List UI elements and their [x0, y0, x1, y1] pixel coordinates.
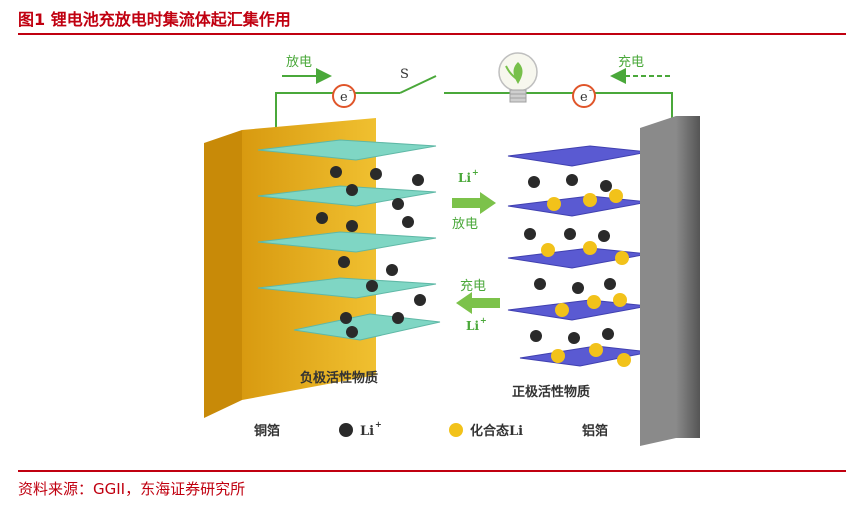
mid-li-ion-discharge-charge: +	[472, 167, 479, 177]
mid-discharge-indicator: Li + 放电	[452, 167, 496, 232]
cathode-layers	[507, 145, 651, 367]
top-charge-label: 充电	[618, 54, 644, 70]
legend: 铜箔 Li + 化合态Li 铝箔	[253, 419, 608, 439]
copper-foil-label: 铜箔	[253, 423, 280, 439]
mid-li-ion-charge-charge: +	[480, 315, 487, 325]
electron-right-symbol: e	[580, 90, 588, 105]
top-rule	[18, 33, 846, 35]
mid-li-ion-discharge: Li	[458, 171, 471, 185]
figure-title: 图1 锂电池充放电时集流体起汇集作用	[18, 10, 291, 29]
mid-li-ion-charge: Li	[466, 319, 479, 333]
legend-li-ion-charge: +	[375, 419, 382, 429]
mid-charge-indicator: 充电 Li +	[456, 278, 500, 333]
anode-material-label: 负极活性物质	[300, 370, 378, 386]
bottom-rule	[18, 470, 846, 472]
cathode-li-ions	[524, 174, 616, 344]
electron-left-symbol: e	[340, 90, 348, 105]
mid-discharge-label: 放电	[452, 217, 478, 232]
cathode-compound-li	[541, 189, 631, 367]
top-discharge-indicator: 放电	[282, 55, 332, 84]
legend-compound-li-marker	[449, 423, 463, 437]
electron-left: e -	[332, 84, 356, 108]
legend-li-ion-label: Li	[360, 424, 374, 439]
cathode-material-label: 正极活性物质	[512, 384, 590, 400]
electron-left-charge: -	[349, 86, 352, 96]
electron-right-charge: -	[589, 86, 592, 96]
anode-li-ions	[316, 166, 426, 338]
aluminum-current-collector	[640, 116, 700, 446]
top-charge-indicator: 充电	[610, 54, 670, 84]
mid-charge-label: 充电	[460, 278, 486, 294]
figure-header: 图1 锂电池充放电时集流体起汇集作用	[18, 4, 846, 30]
source-note: 资料来源：GGII，东海证券研究所	[18, 480, 246, 498]
top-discharge-label: 放电	[286, 55, 312, 70]
aluminum-foil-label: 铝箔	[582, 423, 608, 439]
legend-compound-li-label: 化合态Li	[470, 423, 523, 439]
switch-label: S	[400, 67, 409, 82]
battery-diagram: 放电 e - S e - 充电	[204, 52, 700, 446]
anode-layers	[257, 139, 441, 341]
legend-li-ion-marker	[339, 423, 353, 437]
lightbulb-icon	[498, 52, 538, 103]
switch-lever	[399, 75, 437, 94]
electron-right: e -	[572, 84, 596, 108]
